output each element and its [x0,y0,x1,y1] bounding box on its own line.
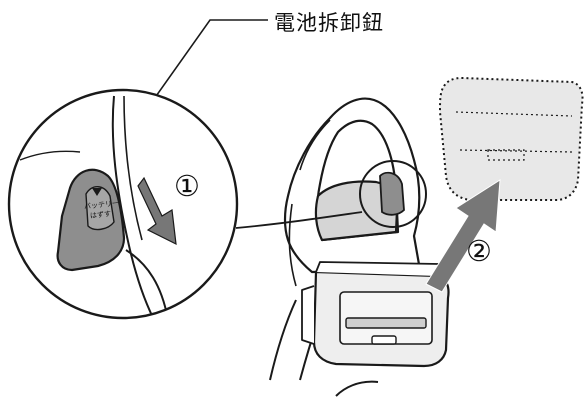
callout-label: 電池拆卸鈕 [274,11,384,35]
arrow-step-2 [425,179,501,293]
battery-removed [438,76,584,201]
zoom-connector-line [235,211,363,229]
step-2-marker: ② [466,234,492,268]
step-1-marker: ① [174,169,200,203]
device-zoom-circle [359,160,427,228]
device-release-button [379,171,405,216]
zoom-inset [7,88,239,320]
arrow-step-1 [137,176,177,246]
battery-installed [301,261,450,368]
device-body [269,97,422,397]
